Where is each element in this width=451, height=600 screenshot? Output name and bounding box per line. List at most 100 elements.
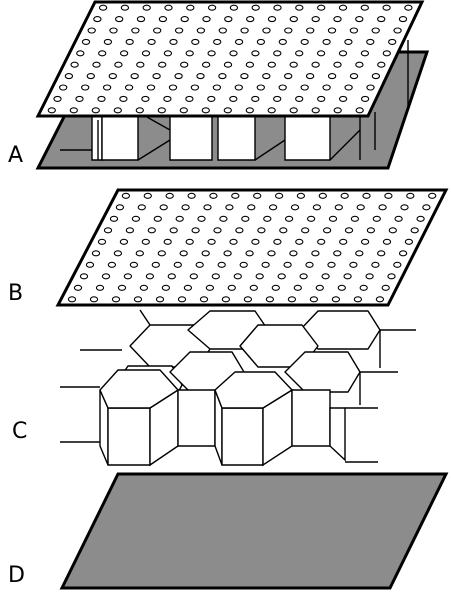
perforation-hole (119, 238, 129, 245)
perforation-hole (93, 16, 102, 23)
perforation-hole (262, 27, 271, 34)
perforation-hole (331, 296, 341, 303)
perforation-hole (209, 192, 218, 199)
perforation-hole (163, 95, 172, 102)
perforation-hole (136, 61, 145, 68)
perforation-hole (315, 284, 324, 291)
perforation-hole (362, 192, 371, 199)
perforation-hole (125, 227, 135, 234)
perforation-hole (229, 4, 239, 11)
perforation-hole (271, 284, 280, 291)
perforation-hole (163, 50, 173, 57)
perforation-hole (384, 192, 393, 199)
perforation-hole (360, 238, 370, 245)
perforation-hole (123, 273, 133, 280)
perforation-hole (295, 238, 304, 245)
perforation-hole (103, 227, 113, 234)
perforation-hole (377, 250, 386, 257)
perforation-hole (120, 4, 130, 11)
perforation-hole (213, 38, 222, 45)
perforation-hole (213, 227, 222, 234)
perforation-hole (333, 61, 342, 68)
perforation-hole (173, 261, 182, 268)
perforation-hole (153, 27, 162, 34)
perforation-hole (153, 215, 162, 222)
perforation-hole (79, 273, 89, 280)
perforation-hole (177, 296, 187, 303)
perforation-hole (317, 95, 326, 102)
perforation-hole (227, 284, 236, 291)
perforation-hole (141, 95, 150, 102)
perforation-hole (404, 238, 414, 245)
perforation-hole (327, 27, 337, 34)
perforation-hole (152, 73, 161, 80)
perforation-hole (241, 215, 250, 222)
perforation-hole (278, 84, 287, 91)
perforation-hole (142, 4, 151, 11)
perforation-hole (317, 238, 326, 245)
perforation-hole (245, 61, 255, 68)
perforation-hole (201, 61, 211, 68)
perforation-hole (207, 95, 216, 102)
perforation-hole (311, 16, 320, 23)
perforation-hole (278, 38, 287, 45)
perforation-hole (203, 204, 212, 211)
perforation-hole (300, 38, 309, 45)
perforation-hole (147, 38, 156, 45)
layer-a-assembled-panel (35, 0, 430, 170)
perforation-hole (344, 38, 353, 45)
perforation-hole (382, 238, 392, 245)
perforation-hole (273, 95, 282, 102)
perforation-hole (91, 250, 101, 257)
perforation-hole (195, 261, 204, 268)
perforation-hole (165, 192, 174, 199)
perforation-hole (251, 50, 260, 57)
perforation-hole (190, 84, 200, 91)
perforation-hole (181, 204, 190, 211)
perforation-hole (81, 38, 91, 45)
perforation-hole (267, 16, 277, 23)
core-edge-lines (60, 309, 416, 463)
perforation-hole (350, 215, 360, 222)
perforation-hole (311, 61, 320, 68)
layer-b-perforated-face-sheet (55, 188, 449, 307)
perforation-hole (91, 107, 100, 114)
perforation-hole (225, 204, 234, 211)
perforation-hole (207, 4, 217, 11)
perforation-hole (113, 250, 123, 257)
perforation-hole (289, 61, 298, 68)
perforation-hole (185, 50, 194, 57)
perforation-hole (108, 73, 117, 80)
perforation-hole (410, 227, 419, 234)
perforation-hole (388, 38, 397, 45)
perforation-hole (344, 227, 354, 234)
perforation-hole (267, 250, 276, 257)
perforation-hole (287, 296, 297, 303)
perforation-hole (372, 215, 381, 222)
perforation-hole (174, 27, 184, 34)
perforation-hole (327, 261, 336, 268)
perforation-hole (202, 16, 211, 23)
perforation-hole (179, 250, 188, 257)
perforation-hole (179, 107, 188, 114)
perforation-hole (318, 192, 327, 199)
perforation-hole (338, 50, 348, 57)
perforation-hole (273, 50, 282, 57)
perforation-hole (231, 192, 240, 199)
perforation-hole (67, 296, 77, 303)
perforation-hole (371, 73, 381, 80)
perforation-hole (185, 238, 194, 245)
perforation-hole (371, 27, 380, 34)
perforation-hole (168, 84, 178, 91)
perforation-hole (279, 227, 288, 234)
perforation-hole (333, 250, 342, 257)
perforation-hole (196, 73, 205, 80)
perforation-hole (300, 84, 309, 91)
perforation-hole (207, 238, 216, 245)
perforation-hole (47, 107, 56, 114)
perforation-hole (334, 204, 343, 211)
perforation-hole (311, 107, 320, 114)
perforation-hole (295, 95, 304, 102)
perforation-hole (388, 227, 397, 234)
perforation-hole (97, 95, 106, 102)
